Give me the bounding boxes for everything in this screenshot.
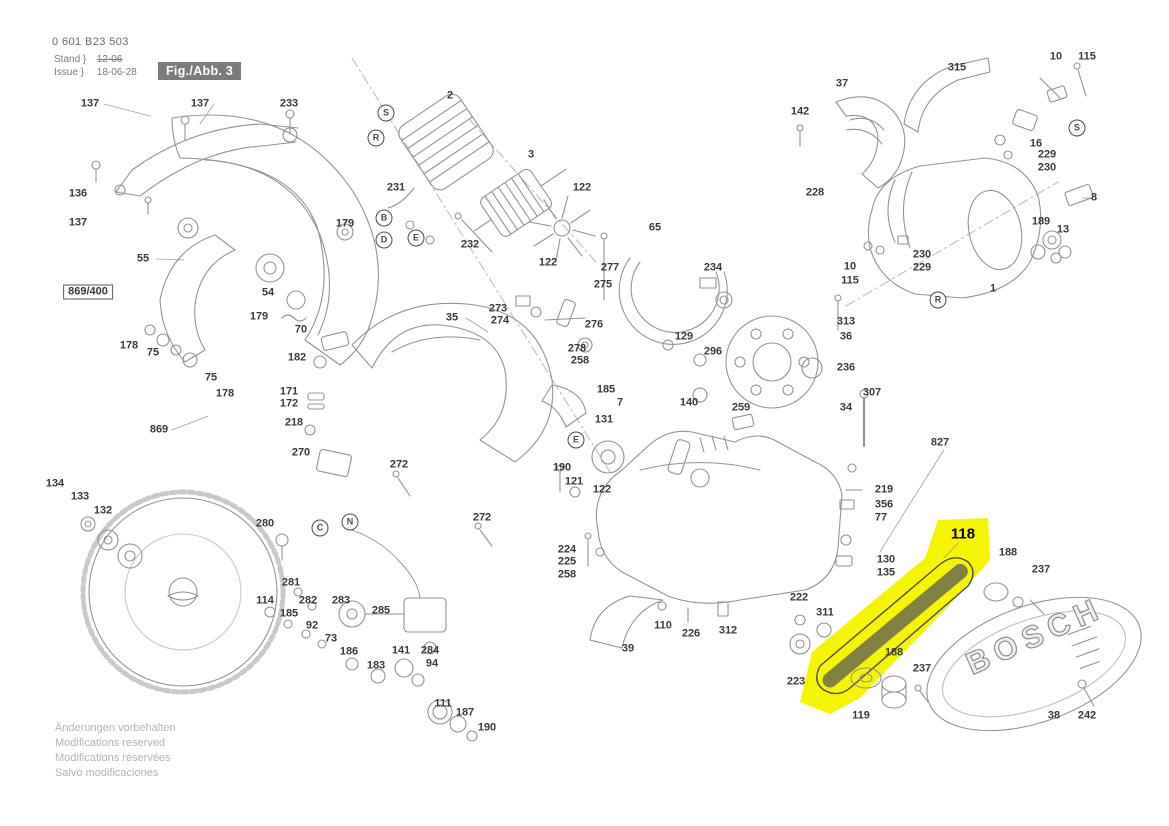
mid-guard: [351, 302, 587, 463]
footer-notes: Änderungen vorbehalten Modifications res…: [55, 721, 175, 781]
footer-note: Modifications réservées: [55, 752, 171, 764]
footer-note: Salvo modificaciones: [55, 767, 159, 779]
issue-label: Issue }: [54, 67, 85, 78]
motor-housing: [867, 157, 1042, 299]
saw-blade: [80, 489, 286, 695]
upper-guard: [171, 114, 379, 366]
issue-value: 18-06-28: [96, 67, 137, 78]
lever-arm: [114, 123, 299, 197]
cover-plate: [926, 596, 1142, 732]
fan: [528, 195, 596, 262]
footer-note: Änderungen vorbehalten: [55, 722, 176, 734]
stator: [398, 93, 494, 191]
stand-label: Stand }: [54, 54, 87, 65]
stand-row: Stand } 12-06: [54, 53, 137, 66]
flange-plate: [725, 315, 823, 409]
figure-badge: Fig./Abb. 3: [158, 62, 242, 80]
revision-block: Stand } 12-06 Issue } 18-06-28: [54, 53, 137, 79]
footer-note: Modifications reserved: [55, 737, 166, 749]
doc-number: 0 601 B23 503: [52, 36, 129, 48]
issue-row: Issue } 18-06-28: [54, 66, 137, 79]
stand-value: 12-06: [96, 54, 123, 65]
drive-belt: [816, 557, 974, 695]
gear-housing: [595, 430, 843, 604]
